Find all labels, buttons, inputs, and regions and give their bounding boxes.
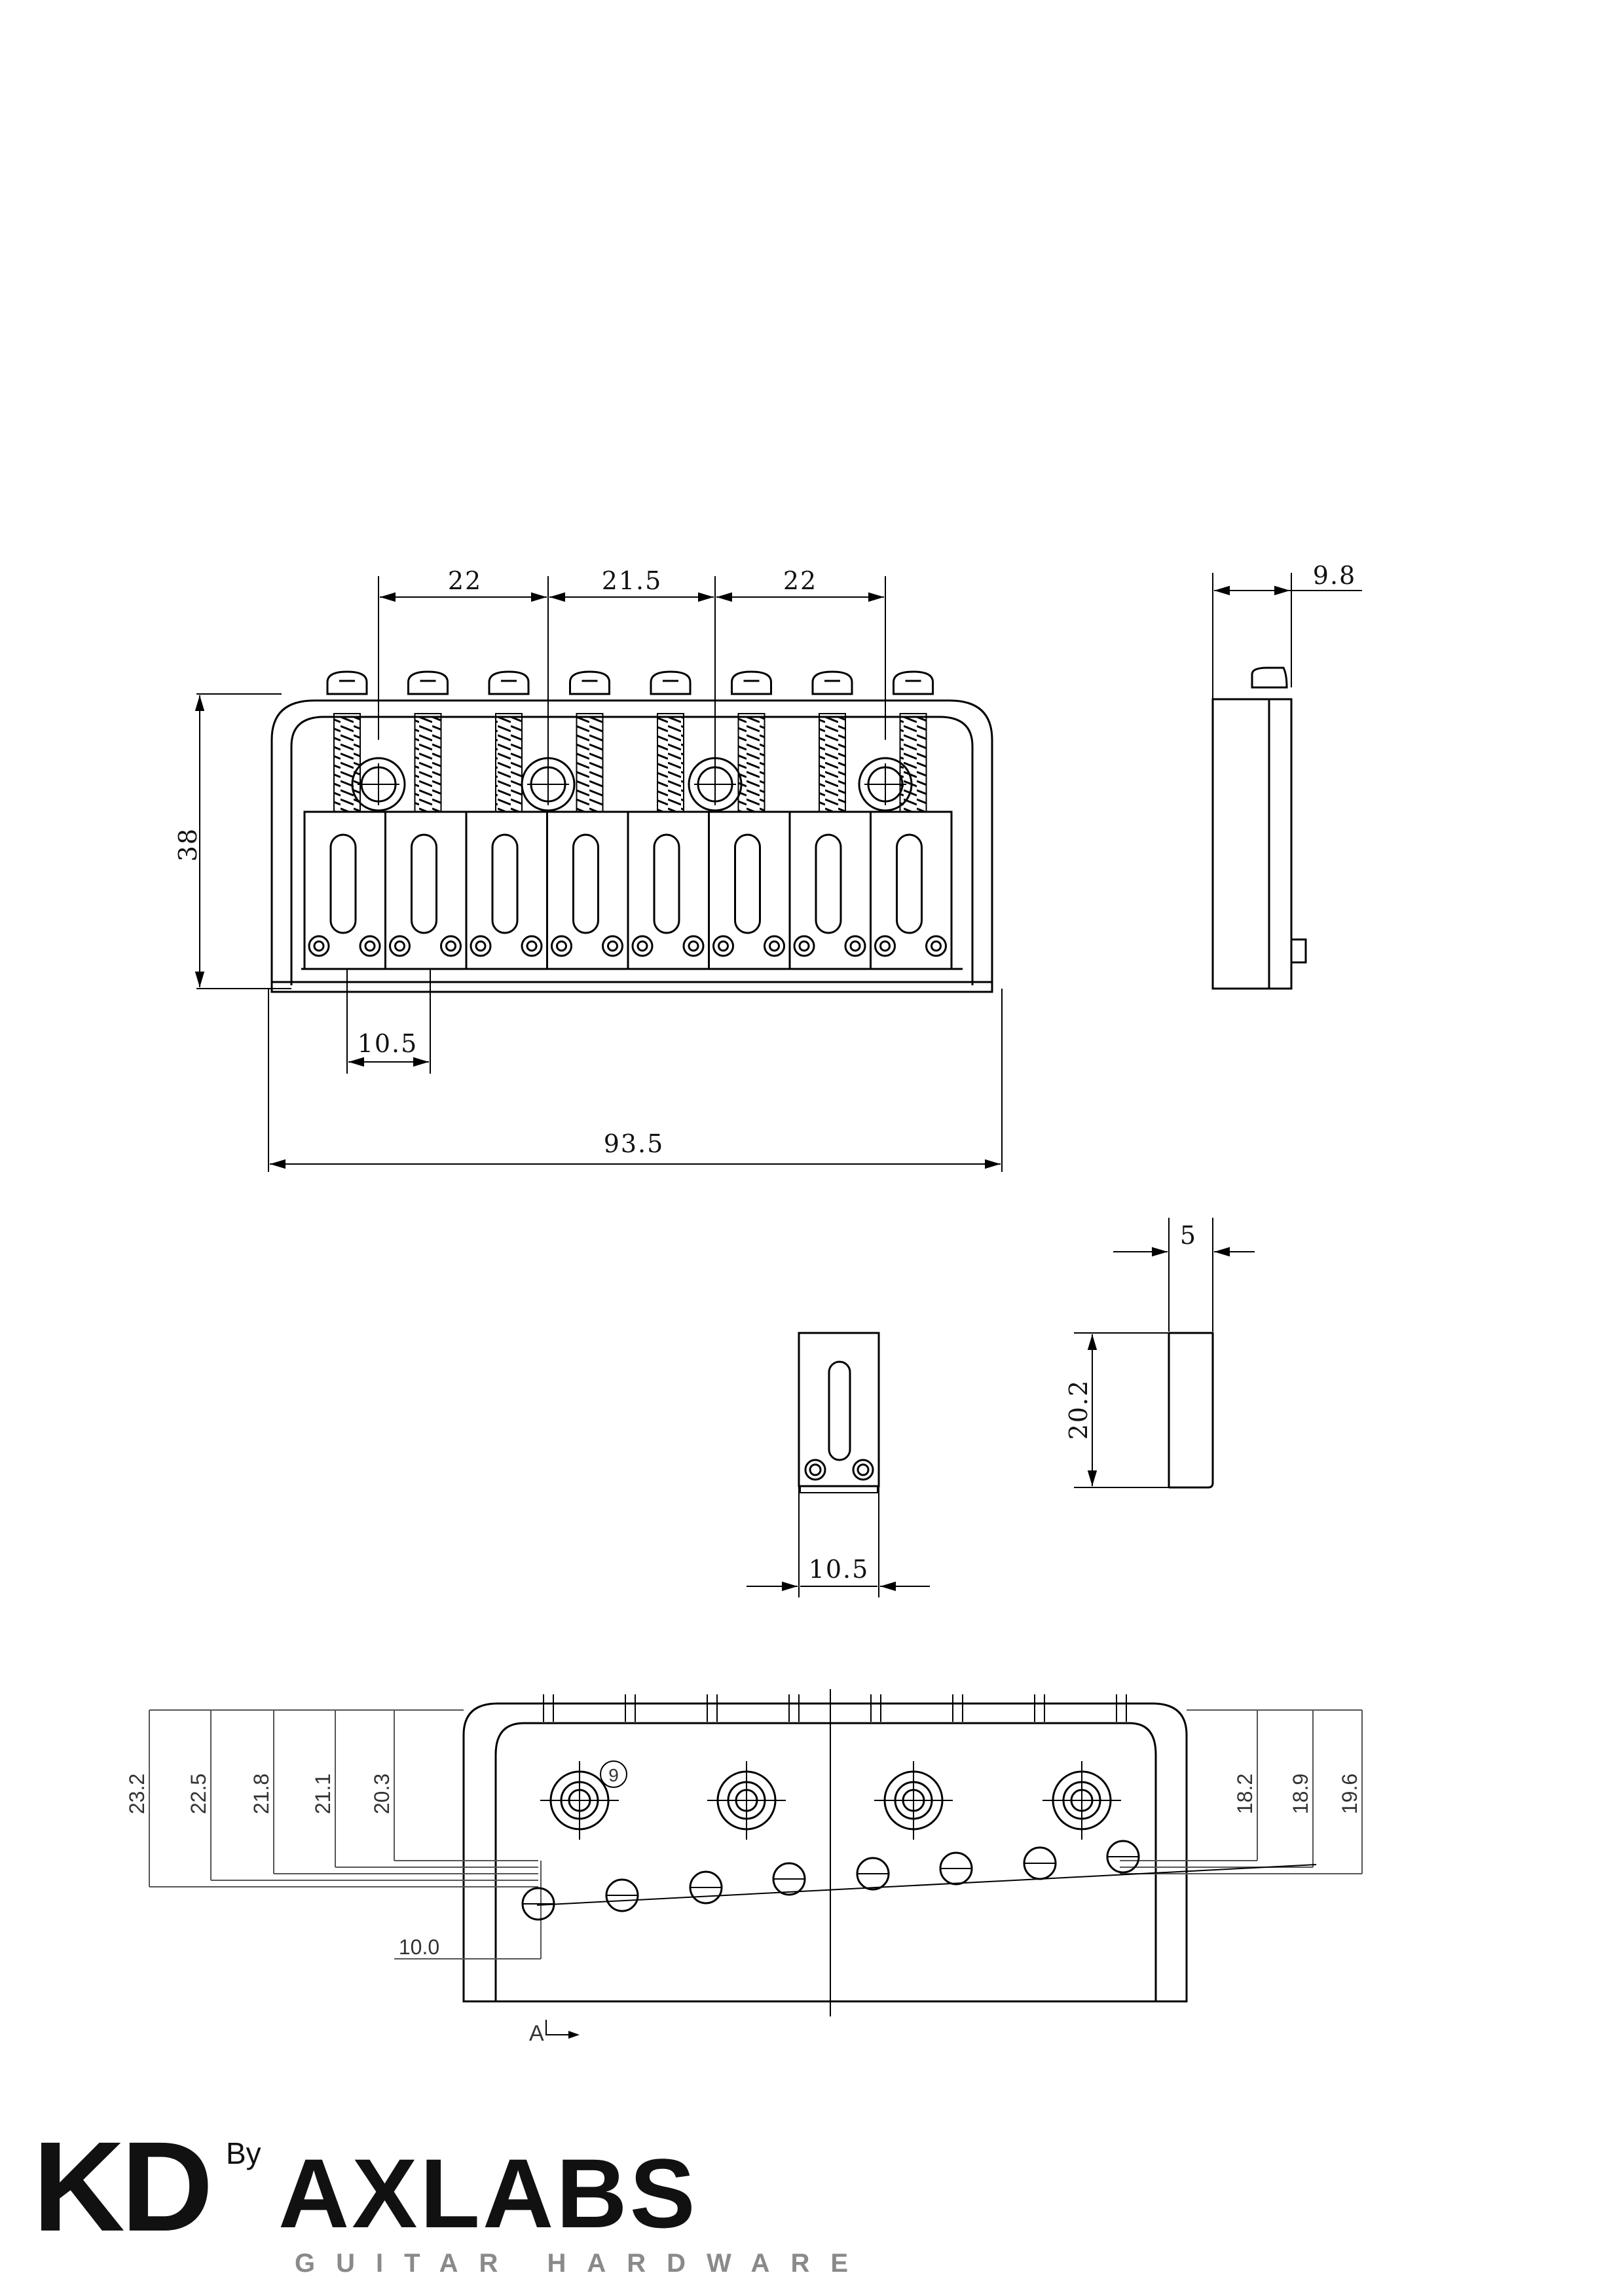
front-view: 22 21.5 22 38 10.5 93.5 [174,566,1003,1172]
intonation-screw-head [731,670,772,695]
top-plate-inner [494,1722,1157,2001]
saddle-height-screw-left [804,1459,826,1481]
height-screw [440,935,462,957]
height-dim-1: 23.2 [125,1774,149,1814]
height-screw [793,935,815,957]
section-arrow [545,2020,570,2035]
height-screw [521,935,543,957]
dim-height: 38 [174,828,202,862]
intonation-screw-head [811,670,853,695]
intonation-spring [657,713,684,812]
intonation-screw-head [650,670,692,695]
string-through-line [536,1864,1317,1906]
saddle-slot [572,833,599,934]
saddle-slot [491,833,519,934]
saddle-slot [653,833,680,934]
side-pin [1290,938,1307,964]
height-dim-r1: 18.2 [1233,1774,1257,1814]
height-dim-r3: 19.6 [1338,1774,1361,1814]
height-screw [764,935,785,957]
dim-depth: 9.8 [1313,561,1356,590]
height-dim-4: 21.1 [311,1774,335,1814]
height-screw [925,935,947,957]
intonation-screw-head [569,670,610,695]
height-dim-5: 20.3 [370,1774,394,1814]
height-screw [602,935,623,957]
dim-pitch-mid: 21.5 [602,566,663,595]
base-plate-inner [290,716,974,985]
saddle-side-body [1169,1332,1214,1489]
height-screw [682,935,705,957]
height-screw [712,935,734,957]
front-view-parts [303,670,953,970]
brand-logo: KD By AXLABS GUITAR HARDWARE [33,2115,869,2278]
saddle-body [798,1332,880,1487]
intonation-screw-head [488,670,530,695]
height-screw [631,935,654,957]
dim-saddle-width: 10.5 [358,1029,418,1058]
saddle-block [870,811,953,970]
hole-marker: 9 [608,1765,619,1785]
top-plate [462,1702,1188,2003]
saddle-height-screw-right [852,1459,874,1481]
height-screw [308,935,330,957]
saddle-slot [411,833,437,934]
height-screw [389,935,411,957]
height-screw [470,935,492,957]
logo-tagline: GUITAR HARDWARE [295,2249,869,2278]
mount-hole [521,757,576,812]
intonation-spring [737,713,766,812]
top-view: 23.2 22.5 21.8 21.1 20.3 10.0 18.2 18.9 … [125,1689,1363,2046]
height-screw [359,935,381,957]
top-view-right-dims [1120,1709,1363,1874]
dim-pitch-right: 22 [783,566,817,595]
height-dim-r2: 18.9 [1289,1774,1312,1814]
height-screw [551,935,572,957]
saddle-slot [329,833,357,934]
saddle-slot [815,833,842,934]
side-body [1211,698,1293,990]
side-view: 9.8 [1211,561,1362,990]
intonation-spring [899,713,927,812]
saddle-slot [828,1360,851,1461]
section-label: A [529,2021,544,2046]
dim-pitch-left: 22 [448,566,482,595]
hole-marker-circle [600,1760,627,1788]
base-plate [270,699,993,993]
mount-hole [688,757,743,812]
side-screw-head [1251,666,1288,689]
logo-by: By [226,2136,261,2170]
intonation-spring [819,713,846,812]
dim-saddle-side-width: 5 [1180,1221,1197,1250]
saddle-side-view: 5 20.2 [1064,1218,1255,1489]
logo-kd: KD [33,2115,210,2258]
intonation-spring [576,713,604,812]
saddle-slot [734,833,761,934]
logo-axlabs: AXLABS [278,2138,698,2248]
dim-overall-width: 93.5 [604,1129,665,1158]
dim-saddle-front-width: 10.5 [809,1555,870,1584]
mount-hole [858,757,913,812]
intonation-screw-head [407,670,449,695]
intonation-spring [495,713,523,812]
height-screw [844,935,866,957]
saddle-front-view: 10.5 [747,1332,930,1597]
saddle-base-strip [800,1485,878,1493]
dim-saddle-length: 20.2 [1064,1379,1093,1440]
mount-hole [351,757,406,812]
intonation-screw-head [893,670,934,695]
height-screw [874,935,896,957]
top-view-left-dims [149,1709,542,1959]
offset-dim: 10.0 [399,1935,439,1959]
height-dim-3: 21.8 [249,1774,273,1814]
intonation-spring [414,713,442,812]
saddle-slot [896,833,923,934]
intonation-screw-head [326,670,368,695]
height-dim-2: 22.5 [187,1774,210,1814]
